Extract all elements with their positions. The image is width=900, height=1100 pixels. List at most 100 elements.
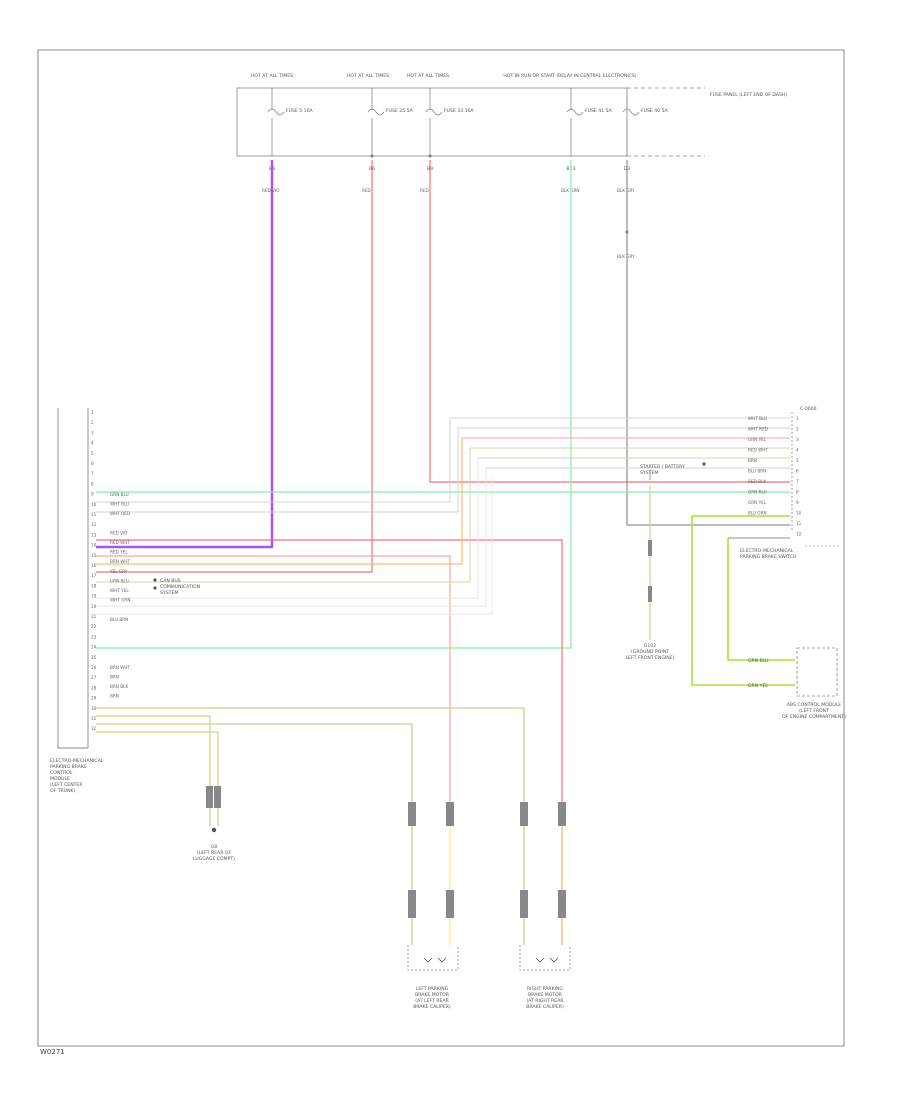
right-wire-label: WHT RED [748,427,768,432]
can-note-line-3: SYSTEM [160,590,178,596]
fuse-label-5: FUSE 40 5A [641,108,669,114]
diagram-frame [37,49,845,1047]
ecu-pin-number: 31 [91,716,97,721]
ground-center-1: G102 [644,643,656,649]
ecu-pin-number: 4 [91,441,94,446]
abs-label-1: ABS CONTROL MODULE [787,702,842,708]
ecu-pin-number: 3 [91,430,94,435]
ecu-pin-number: 17 [91,573,97,578]
left-motor-1: LEFT PARKING [416,986,449,992]
ecu-pin-number: 14 [91,543,97,548]
ecu-wire-label: WHT GRN [110,598,130,603]
ground-left: G8 (LEFT REAR OF LUGGAGE COMPT) [193,827,235,862]
ecu-wire-label: BRN WHT [110,665,131,670]
switch-title-2: PARKING BRAKE SWITCH [740,554,796,560]
wire-orange [96,438,463,565]
ground-center-3: LEFT FRONT ENGINE) [626,655,675,661]
ground-note-2: SYSTEM [640,470,658,476]
fuse-header-2: HOT AT ALL TIMES [347,73,389,79]
ecu-pin-number: 27 [91,675,97,680]
ecu-wire-label: WHT BLU [110,502,129,507]
right-wire-label: GRN YEL [748,500,767,505]
ecu-pin-number: 16 [91,563,97,568]
fuse-header-4: HOT IN RUN OR START (RELAY IN CENTRAL EL… [503,73,636,79]
ground-left-3: LUGGAGE COMPT) [193,856,235,862]
wire-red-violet [96,160,274,549]
wire-abs-grn-yel [727,538,795,661]
wire-red-white [96,539,563,812]
left-motor-3: (AT LEFT REAR [415,998,449,1004]
ecu-pin-number: 30 [91,706,97,711]
ecu-wire-label: BRN WHT [110,559,131,564]
ground-center-2: (GROUND POINT [631,649,669,655]
ecu-caption-line: CONTROL [50,770,73,776]
parking-brake-module: 1234567891011121314151617181920212223242… [50,408,131,794]
can-note-line-1: CAN BUS [160,578,181,584]
ecu-wire-label: RED WHT [110,540,130,545]
ecu-wire-label: BLU BRN [110,617,128,622]
ecu-pin-number: 20 [91,604,97,609]
right-pin-number: 4 [796,448,799,453]
ecu-pin-number: 13 [91,532,97,537]
switch-title-1: ELECTRO-MECHANICAL [740,548,794,554]
can-note-line-2: COMMUNICATION [160,584,200,590]
wire-gray-fuse40 [626,160,790,526]
ecu-caption-line: MODULE [50,776,70,782]
right-pin-number: 3 [796,437,799,442]
ecu-caption-line: OF TRUNK) [50,788,76,794]
right-motor-2: BRAKE MOTOR [528,992,563,998]
abs-wire-label-2: GRN YEL [748,683,768,689]
ecu-pin-numbers: 1234567891011121314151617181920212223242… [91,410,97,731]
ground-left-1: G8 [211,844,218,850]
right-pin-number: 12 [796,532,802,537]
left-motor-4: BRAKE CALIPER) [413,1004,451,1010]
ecu-pin-number: 5 [91,451,94,456]
right-wire-label: GRN YEL [748,437,767,442]
ecu-caption-line: ELECTRO-MECHANICAL [50,758,104,764]
footer-code: W0271 [40,1048,65,1056]
ecu-pin-number: 24 [91,645,97,650]
fuse-label-4: FUSE 41 5A [585,108,613,114]
right-pin-number: 8 [796,490,799,495]
ecu-pin-number: 29 [91,696,97,701]
ecu-pin-number: 28 [91,685,97,690]
ecu-pin-number: 19 [91,594,97,599]
abs-label-2: (LEFT FRONT [799,708,829,714]
ecu-wire-label: YEL GRY [109,569,128,574]
ground-center: G102 (GROUND POINT LEFT FRONT ENGINE) [626,643,675,661]
wire-connectors [206,154,652,918]
ecu-wire-label: WHT YEL [110,588,129,593]
ecu-wire-label: GRN BLU [110,578,129,583]
ecu-pin-number: 23 [91,634,97,639]
ecu-caption-line: (LEFT CENTER [50,782,83,788]
wire-abs-grn-blu [691,515,795,686]
abs-control-module: GRN BLU GRN YEL ABS CONTROL MODULE (LEFT… [748,647,846,720]
ecu-wire-label: BRN BLK [110,684,128,689]
fuse-header-3: HOT AT ALL TIMES [407,73,449,79]
wire-gray-lower-3 [96,468,487,607]
ecu-pin-number: 21 [91,614,97,619]
starter-note: STARTER / BATTERY SYSTEM [640,462,706,476]
right-pin-number: 6 [796,469,799,474]
abs-wire-label-1: GRN BLU [748,658,769,664]
right-wire-label: BLU BRN [748,469,766,474]
ecu-pin-number: 11 [91,512,97,517]
ecu-pin-number: 25 [91,655,97,660]
fuse-header-1: HOT AT ALL TIMES [251,73,293,79]
fuse-label-3: FUSE 33 10A [444,108,474,114]
right-wire-label: RED BLK [748,479,766,484]
ecu-pin-number: 2 [91,420,94,425]
splice-wire-label: BLK GRY [617,254,635,259]
wire-white-red [96,427,790,513]
ecu-caption-line: PARKING BRAKE [50,764,87,770]
wire-gray-lower-1 [96,448,471,583]
right-connector-label: C-0000 [800,406,817,412]
ecu-pin-number: 12 [91,522,97,527]
right-pin-number: 9 [796,500,799,505]
ecu-pin-number: 18 [91,583,97,588]
ecu-pin-number: 6 [91,461,94,466]
wire-gray-lower-4 [96,478,493,615]
